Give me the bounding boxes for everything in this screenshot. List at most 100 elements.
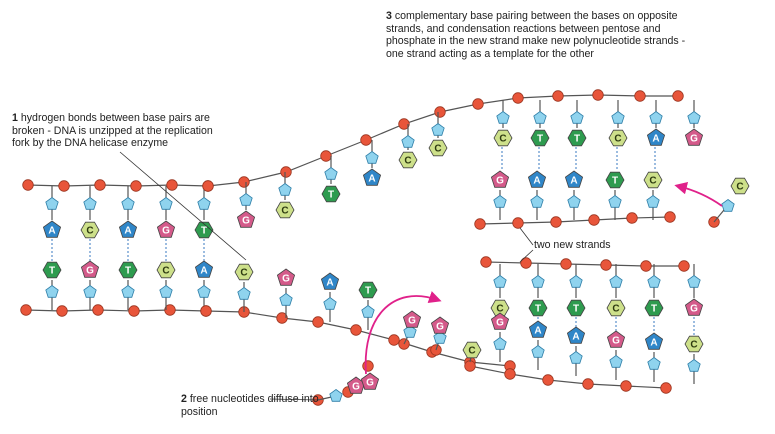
base-cytosine <box>684 335 704 353</box>
phosphate-group <box>434 106 446 118</box>
base-thymine <box>567 129 587 147</box>
phosphate-group <box>202 180 214 192</box>
base-letter: G <box>242 216 250 227</box>
pentose-sugar <box>403 325 417 338</box>
pentose-sugar <box>431 123 445 136</box>
phosphate-group <box>464 360 476 372</box>
phosphate-group <box>634 90 646 102</box>
pentose-sugar <box>687 275 701 288</box>
phosphate-group <box>504 368 516 380</box>
base-letter: C <box>499 134 506 145</box>
base-thymine <box>194 221 214 239</box>
phosphate-group <box>512 217 524 229</box>
base-adenine <box>566 326 586 344</box>
base-guanine <box>402 310 422 328</box>
base-adenine <box>118 220 138 238</box>
phosphate-group <box>94 179 106 191</box>
base-letter: G <box>86 266 94 277</box>
base-guanine <box>490 170 510 188</box>
pentose-sugar <box>159 197 173 210</box>
pointer-step-2 <box>269 398 319 401</box>
phosphate-group <box>600 259 612 271</box>
base-letter: G <box>408 316 416 327</box>
pentose-sugar <box>531 275 545 288</box>
base-letter: G <box>496 176 504 187</box>
base-letter: T <box>328 190 334 201</box>
base-letter: G <box>282 274 290 285</box>
pentose-sugar <box>329 389 343 402</box>
phosphate-group <box>678 260 690 272</box>
base-thymine <box>118 261 138 279</box>
base-thymine <box>566 299 586 317</box>
annotation-pointers <box>119 151 534 401</box>
annotation-step-1-text: hydrogen bonds between base pairs are br… <box>12 112 213 150</box>
base-thymine <box>605 171 625 189</box>
base-letter: T <box>125 266 131 277</box>
pentose-sugar <box>493 337 507 350</box>
base-letter: T <box>612 176 618 187</box>
base-adenine <box>644 332 664 350</box>
pentose-sugar <box>647 275 661 288</box>
phosphate-group <box>660 382 672 394</box>
base-guanine <box>156 220 176 238</box>
base-adenine <box>320 272 340 290</box>
phosphate-group <box>472 98 484 110</box>
phosphate-group <box>520 257 532 269</box>
backbone-line <box>25 309 207 312</box>
phosphate-group <box>58 180 70 192</box>
annotation-step-3-text: complementary base pairing between the b… <box>386 10 686 60</box>
pentose-sugar <box>493 195 507 208</box>
base-thymine <box>358 281 378 299</box>
pentose-sugar <box>365 151 379 164</box>
base-adenine <box>564 170 584 188</box>
base-guanine <box>684 298 704 316</box>
sugar-base-bond <box>713 209 725 223</box>
base-cytosine <box>234 263 254 281</box>
phosphate-group <box>588 214 600 226</box>
phosphate-group <box>320 150 332 162</box>
base-letter: C <box>496 304 503 315</box>
base-cytosine <box>275 201 295 219</box>
base-letter: G <box>162 226 170 237</box>
base-letter: A <box>534 326 541 337</box>
phosphate-group <box>166 179 178 191</box>
base-letter: A <box>572 332 579 343</box>
annotation-two-new-strands: two new strands <box>534 239 611 251</box>
base-adenine <box>646 128 666 146</box>
base-letter: C <box>468 346 475 357</box>
pentose-sugar <box>569 275 583 288</box>
phosphate-group <box>128 305 140 317</box>
phosphate-group <box>560 258 572 270</box>
pentose-sugar <box>45 197 59 210</box>
pentose-sugar <box>570 111 584 124</box>
pointer-new-strand-upper <box>519 227 534 246</box>
movement-arrows <box>364 182 723 375</box>
pentose-sugar <box>197 197 211 210</box>
base-letter: T <box>201 226 207 237</box>
phosphate-group <box>640 260 652 272</box>
backbone-line <box>27 184 209 187</box>
pentose-sugar <box>323 297 337 310</box>
base-letter: A <box>326 278 333 289</box>
pentose-sugar <box>278 183 292 196</box>
base-cytosine <box>428 139 448 157</box>
phosphate-group <box>92 304 104 316</box>
base-letter: A <box>200 266 207 277</box>
phosphate-group <box>512 92 524 104</box>
base-guanine <box>236 210 256 228</box>
base-cytosine <box>608 129 628 147</box>
backbone-line <box>479 216 671 225</box>
phosphate-group <box>130 180 142 192</box>
base-letter: C <box>690 340 697 351</box>
pentose-sugar <box>608 195 622 208</box>
base-letter: T <box>365 286 371 297</box>
base-adenine <box>362 168 382 186</box>
backbone-line <box>469 365 667 389</box>
base-guanine <box>80 260 100 278</box>
pentose-sugar <box>687 111 701 124</box>
base-letter: A <box>570 176 577 187</box>
base-letter: C <box>612 304 619 315</box>
base-letter: C <box>240 268 247 279</box>
